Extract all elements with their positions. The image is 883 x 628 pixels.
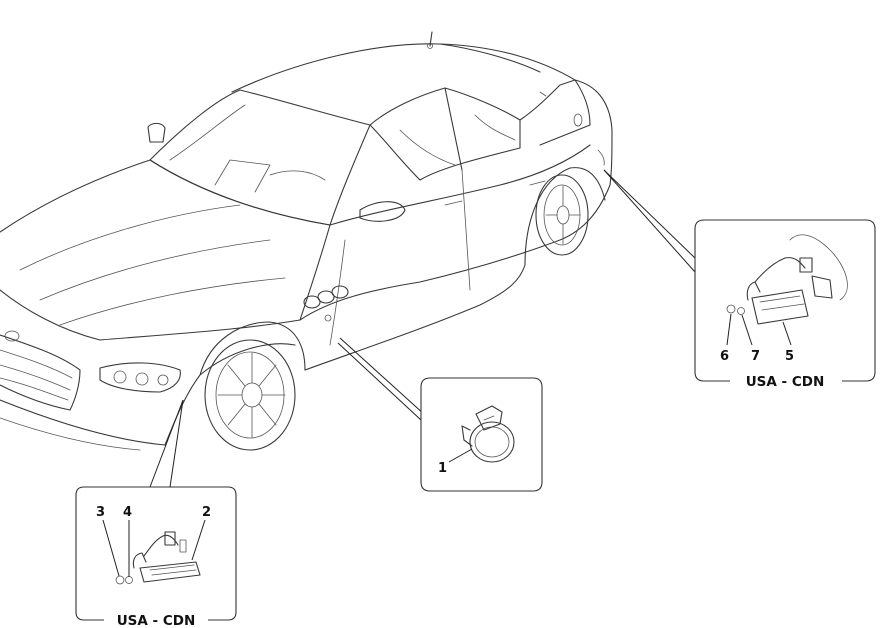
rear-marker-lamp-icon [726, 234, 848, 325]
side-repeater-lamp-icon [461, 405, 515, 463]
leader-lines [149, 169, 696, 488]
callout-number-3: 3 [96, 505, 105, 520]
callout-number-2: 2 [202, 505, 211, 520]
callout-number-7: 7 [751, 349, 760, 364]
car-illustration [0, 31, 613, 451]
market-label-front: USA - CDN [117, 613, 196, 628]
callout-number-4: 4 [123, 505, 132, 520]
callout-number-5: 5 [785, 349, 794, 364]
callout-box-front-marker: 3 4 2 USA - CDN [75, 486, 237, 628]
callout-number-1: 1 [438, 461, 447, 476]
market-label-rear: USA - CDN [746, 374, 825, 390]
callout-number-6: 6 [720, 349, 729, 364]
callout-box-rear-marker: 6 7 5 USA - CDN [694, 219, 876, 390]
front-marker-lamp-icon [115, 531, 201, 585]
callout-box-side-repeater: 1 [420, 377, 543, 492]
